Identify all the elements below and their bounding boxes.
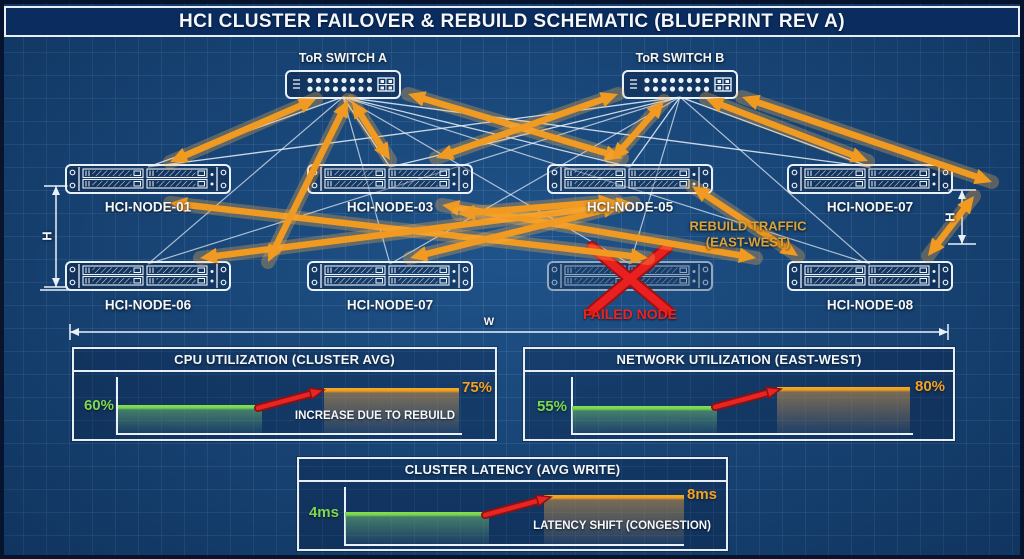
cpu-panel-chart: 60% 75% INCREASE DUE TO REBUILD [74,372,495,437]
cpu-utilization-panel: CPU UTILIZATION (CLUSTER AVG) 60% 75% IN… [72,347,497,441]
y-axis [571,377,573,433]
before-value: 60% [83,397,114,414]
dimension-w-label: W [483,316,495,328]
before-bar [572,406,717,433]
hci-node-07b-label: HCI-NODE-07 [346,297,434,313]
hci-node-01-label: HCI-NODE-01 [104,199,192,215]
dimension-h-left-label: H [39,231,55,241]
cpu-panel-title: CPU UTILIZATION (CLUSTER AVG) [74,349,495,372]
device-glyphs [65,70,953,291]
network-link-lines [147,96,871,265]
after-value: 75% [462,379,493,396]
hci-node-03-glyph [307,164,473,194]
hci-node-03-label: HCI-NODE-03 [346,199,434,215]
before-value: 4ms [308,504,339,521]
latency-note: LATENCY SHIFT (CONGESTION) [533,520,711,532]
failed-node-x-icon [586,241,674,317]
after-bar [777,387,910,433]
hci-node-06-label: HCI-NODE-06 [104,297,192,313]
hci-node-08-glyph [787,261,953,291]
tor-switch-b-label: ToR SWITCH B [635,51,725,65]
before-bar [118,405,262,433]
trend-arrow-icon [711,386,783,411]
hci-node-05-glyph [547,164,713,194]
rebuild-traffic-arrows [163,87,999,269]
dimension-lines [40,185,976,340]
before-bar [345,512,489,544]
tor-switch-a-glyph [285,70,401,99]
hci-node-01-glyph [65,164,231,194]
title-bar: HCI CLUSTER FAILOVER & REBUILD SCHEMATIC… [4,6,1020,37]
hci-node-08-label: HCI-NODE-08 [826,297,914,313]
x-axis [571,433,913,435]
network-panel-title: NETWORK UTILIZATION (EAST-WEST) [525,349,953,372]
after-value: 8ms [687,486,718,503]
before-value: 55% [536,398,567,415]
network-panel-chart: 55% 80% [525,372,953,437]
latency-panel-title: CLUSTER LATENCY (AVG WRITE) [299,459,726,482]
after-value: 80% [915,378,946,395]
cluster-latency-panel: CLUSTER LATENCY (AVG WRITE) 4ms 8ms LATE… [297,457,728,551]
hci-node-07-glyph [787,164,953,194]
rebuild-traffic-label-line1: REBUILD TRAFFIC [689,218,807,234]
y-axis [116,377,118,433]
trend-arrow-icon [481,494,553,519]
after-bar [324,388,459,433]
network-utilization-panel: NETWORK UTILIZATION (EAST-WEST) 55% 80% [523,347,955,441]
dimension-h-right-label: H [942,212,958,222]
after-bar [544,495,684,544]
x-axis [116,433,462,435]
tor-switch-a-label: ToR SWITCH A [298,51,388,65]
latency-panel-chart: 4ms 8ms LATENCY SHIFT (CONGESTION) [299,482,726,547]
hci-node-07-label: HCI-NODE-07 [826,199,914,215]
cpu-note: INCREASE DUE TO REBUILD [294,410,456,422]
hci-node-05-label: HCI-NODE-05 [586,199,674,215]
trend-arrow-icon [254,387,326,412]
failed-node-label: FAILED NODE [582,306,678,322]
rebuild-traffic-label-line2: (EAST-WEST) [705,234,791,250]
hci-node-06-glyph [65,261,231,291]
tor-switch-b-glyph [622,70,738,99]
page-title: HCI CLUSTER FAILOVER & REBUILD SCHEMATIC… [178,10,846,32]
hci-node-07b-glyph [307,261,473,291]
x-axis [344,544,684,546]
